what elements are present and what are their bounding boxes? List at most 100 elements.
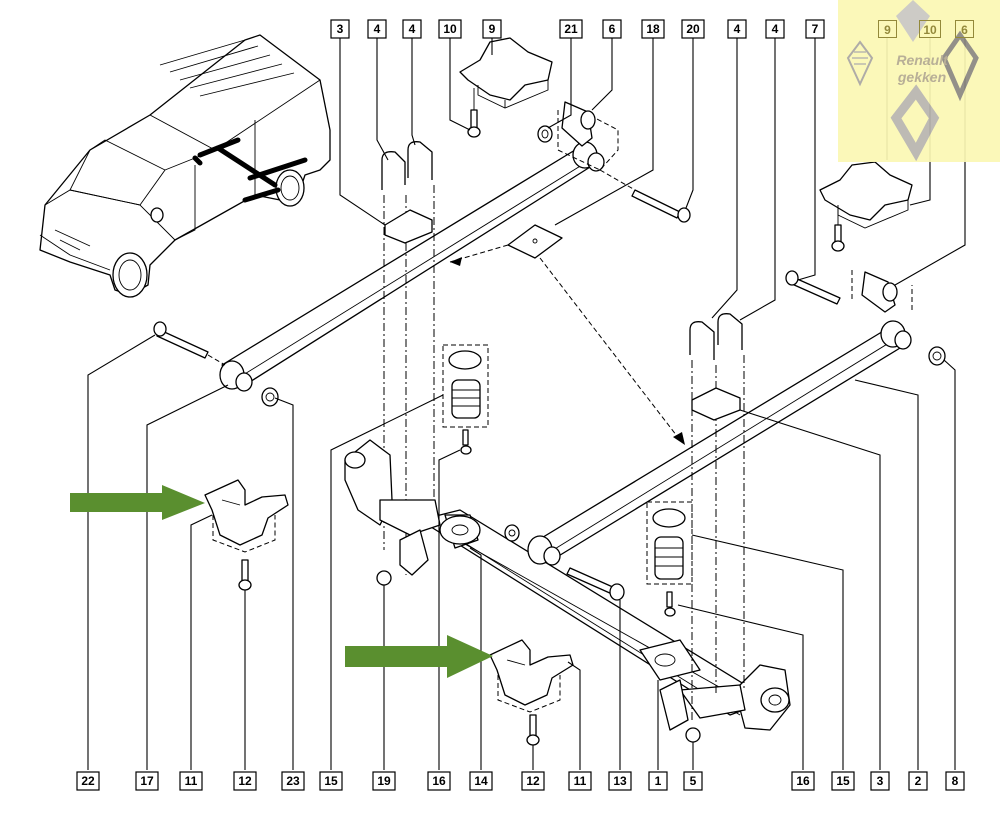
- label-4-top-c[interactable]: 4: [727, 19, 747, 39]
- svg-text:1: 1: [655, 774, 662, 788]
- label-16-a[interactable]: 16: [427, 771, 451, 791]
- svg-text:18: 18: [646, 22, 660, 36]
- bolt-22: [153, 321, 226, 366]
- label-6-watermark[interactable]: 6: [955, 20, 974, 38]
- nut-21: [537, 125, 553, 143]
- plate-18: [507, 224, 563, 259]
- svg-text:10: 10: [443, 22, 457, 36]
- label-11-b[interactable]: 11: [568, 771, 592, 791]
- svg-text:11: 11: [574, 774, 587, 788]
- screw-16-right: [664, 591, 676, 617]
- bolt-13: [566, 567, 625, 601]
- svg-text:5: 5: [690, 774, 697, 788]
- hub-carrier-right: [659, 664, 791, 731]
- label-18-top[interactable]: 18: [641, 19, 665, 39]
- label-3-top[interactable]: 3: [330, 19, 350, 39]
- svg-text:7: 7: [812, 22, 819, 36]
- label-7-top[interactable]: 7: [805, 19, 825, 39]
- green-arrow-left-icon: [70, 485, 205, 520]
- nut-right-front: [504, 524, 520, 542]
- bolt-7: [785, 270, 841, 305]
- shackle-6-right: [851, 270, 913, 313]
- svg-text:8: 8: [952, 774, 959, 788]
- svg-text:19: 19: [377, 774, 391, 788]
- svg-text:11: 11: [185, 774, 198, 788]
- label-20-top[interactable]: 20: [681, 19, 705, 39]
- svg-text:6: 6: [609, 22, 616, 36]
- screw-10-right: [831, 208, 845, 252]
- renault-logo-icon: [846, 0, 979, 162]
- svg-text:23: 23: [286, 774, 300, 788]
- watermark-line-1: Renault: [896, 52, 948, 68]
- nut-23: [261, 387, 279, 407]
- green-arrow-center-icon: [345, 635, 493, 678]
- van-overview-illustration: [39, 34, 331, 298]
- reference-arrows: [449, 244, 685, 445]
- label-15-b[interactable]: 15: [831, 771, 855, 791]
- label-4-top-d[interactable]: 4: [765, 19, 785, 39]
- svg-text:2: 2: [915, 774, 922, 788]
- label-15-a[interactable]: 15: [319, 771, 343, 791]
- svg-text:4: 4: [734, 22, 741, 36]
- label-8[interactable]: 8: [945, 771, 965, 791]
- svg-text:13: 13: [613, 774, 627, 788]
- label-11-a[interactable]: 11: [179, 771, 203, 791]
- label-6-top[interactable]: 6: [602, 19, 622, 39]
- label-19[interactable]: 19: [372, 771, 396, 791]
- label-21-top[interactable]: 21: [559, 19, 583, 39]
- svg-text:12: 12: [238, 774, 252, 788]
- label-17[interactable]: 17: [135, 771, 159, 791]
- label-4-top-a[interactable]: 4: [367, 19, 387, 39]
- top-part-labels: 3 4 4 10 9 21 6 18 20 4 4 7: [330, 19, 825, 39]
- bolt-20: [599, 169, 691, 223]
- label-3-bottom[interactable]: 3: [870, 771, 890, 791]
- label-1[interactable]: 1: [648, 771, 668, 791]
- label-10-top[interactable]: 10: [438, 19, 462, 39]
- watermark-line-2: gekken: [897, 69, 947, 85]
- shackle-6: [557, 101, 619, 171]
- label-5[interactable]: 5: [683, 771, 703, 791]
- bottom-part-labels: 22 17 11 12 23 15 19 16 14 12 11 13 1 5 …: [76, 771, 965, 791]
- label-22[interactable]: 22: [76, 771, 100, 791]
- svg-text:12: 12: [526, 774, 540, 788]
- svg-text:4: 4: [374, 22, 381, 36]
- svg-text:9: 9: [489, 22, 496, 36]
- bump-stop-right: [646, 501, 693, 585]
- svg-text:16: 16: [796, 774, 810, 788]
- svg-text:20: 20: [686, 22, 700, 36]
- svg-text:14: 14: [474, 774, 488, 788]
- hanger-bracket-9-right: [819, 161, 913, 229]
- label-16-b[interactable]: 16: [791, 771, 815, 791]
- screw-12-left: [238, 559, 252, 591]
- label-14[interactable]: 14: [469, 771, 493, 791]
- svg-text:15: 15: [324, 774, 338, 788]
- hanger-bracket-9: [459, 37, 553, 109]
- label-12-b[interactable]: 12: [521, 771, 545, 791]
- highlight-arrows: [70, 485, 493, 678]
- svg-text:17: 17: [140, 774, 154, 788]
- bump-stop-left: [442, 344, 489, 428]
- svg-text:3: 3: [337, 22, 344, 36]
- hub-carrier-left: [344, 439, 481, 576]
- label-4-top-b[interactable]: 4: [402, 19, 422, 39]
- label-9-watermark[interactable]: 9: [878, 20, 897, 38]
- nut-5: [685, 727, 701, 743]
- leaf-spring-left: [219, 141, 605, 392]
- screw-10: [467, 88, 481, 138]
- watermark: 9 10 6 Renault gekken: [838, 0, 1000, 162]
- svg-text:22: 22: [81, 774, 95, 788]
- label-23[interactable]: 23: [281, 771, 305, 791]
- svg-text:16: 16: [432, 774, 446, 788]
- leader-lines: [87, 38, 966, 770]
- screw-16-left: [460, 429, 472, 455]
- label-2[interactable]: 2: [908, 771, 928, 791]
- label-12-a[interactable]: 12: [233, 771, 257, 791]
- label-10-watermark[interactable]: 10: [919, 20, 941, 38]
- nut-8: [928, 346, 946, 366]
- u-bolts-right: [689, 313, 745, 720]
- svg-text:15: 15: [836, 774, 850, 788]
- svg-text:3: 3: [877, 774, 884, 788]
- label-13[interactable]: 13: [608, 771, 632, 791]
- label-9-top[interactable]: 9: [482, 19, 502, 39]
